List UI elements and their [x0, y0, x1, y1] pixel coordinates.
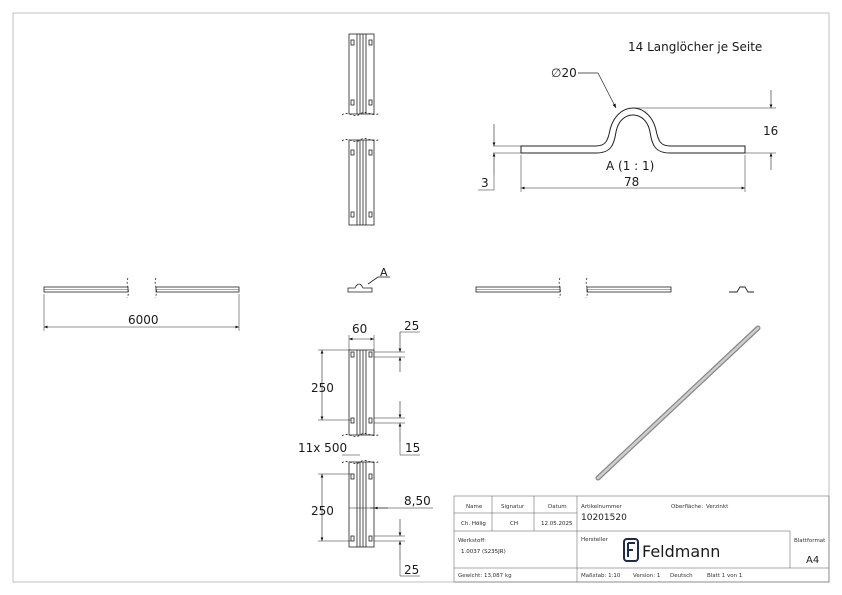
tb-werkstoff-value: 1.0037 (S235JR): [461, 549, 506, 555]
tb-sprache: Deutsch: [670, 573, 693, 579]
detail-a-profile: [520, 107, 746, 154]
dim-6000-label: 6000: [128, 313, 159, 327]
title-block: [453, 495, 830, 583]
sheet-border: [12, 12, 830, 583]
dim-3-label: 3: [481, 176, 489, 190]
top-profile-view: [341, 33, 381, 226]
dim-25-bottom-label: 25: [404, 563, 419, 577]
tb-v-datum: 12.05.2025: [541, 521, 573, 527]
tb-oberflaeche-value: Verzinkt: [706, 504, 729, 510]
dim-60-label: 60: [352, 322, 367, 336]
tb-gewicht: Gewicht: 13,087 kg: [458, 573, 512, 579]
tb-h-datum: Datum: [548, 504, 567, 510]
side-view-left: [43, 277, 240, 299]
tb-blattformat-label: Blattformat: [794, 538, 826, 544]
tb-massstab: Maßstab: 1:10: [581, 573, 621, 579]
side-view-right: [475, 277, 672, 299]
diameter-label: ∅20: [551, 66, 577, 80]
holes-note: 14 Langlöcher je Seite: [628, 40, 762, 54]
end-profile: [729, 286, 754, 293]
tb-artikel-value: 10201520: [581, 513, 627, 523]
dim-250-top-label: 250: [311, 381, 334, 395]
tb-artikel-label: Artikelnummer: [581, 504, 623, 510]
dim-250-bottom-label: 250: [311, 504, 334, 518]
isometric-view: [595, 325, 761, 481]
dim-850-label: 8,50: [404, 494, 431, 508]
tb-v-name: Ch. Hölig: [461, 521, 486, 527]
section-a-callout: [347, 276, 390, 293]
detail-a-label: A (1 : 1): [606, 159, 654, 173]
tb-hersteller-label: Hersteller: [581, 537, 609, 543]
logo-text: Feldmann: [642, 542, 720, 561]
dim-15-label: 15: [405, 441, 420, 455]
dim-25-top-label: 25: [404, 319, 419, 333]
tb-h-name: Name: [466, 504, 483, 510]
tb-werkstoff-label: Werkstoff:: [458, 538, 486, 544]
diameter-leader: [597, 72, 617, 109]
tb-v-signatur: CH: [510, 521, 518, 527]
tb-blatt: Blatt 1 von 1: [707, 573, 742, 579]
tb-version: Version: 1: [633, 573, 660, 579]
dim-78-label: 78: [624, 175, 639, 189]
feldmann-logo: [623, 538, 639, 562]
tb-blattformat-value: A4: [806, 555, 819, 566]
front-view: [341, 349, 381, 548]
pattern-label: 11x 500: [298, 441, 347, 455]
callout-a-label: A: [380, 266, 388, 279]
dim-16-label: 16: [763, 124, 778, 138]
tb-oberflaeche-label: Oberfläche:: [671, 504, 703, 510]
tb-h-signatur: Signatur: [501, 504, 525, 510]
